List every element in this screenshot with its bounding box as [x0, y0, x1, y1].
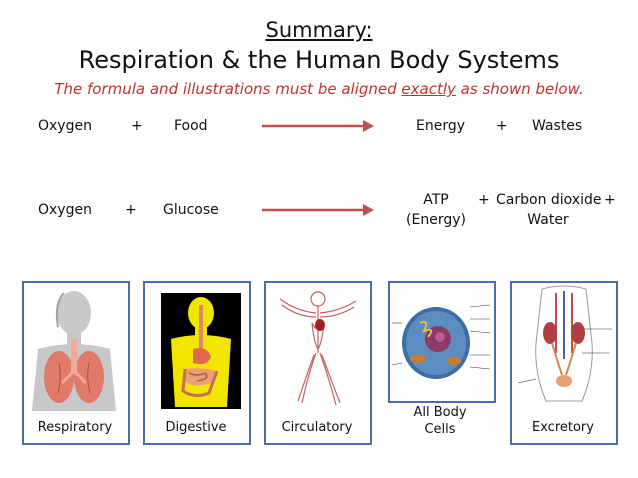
caption-digestive: Digestive [165, 420, 227, 435]
eq2-water: Water [527, 212, 569, 228]
circulatory-system-icon [279, 291, 357, 406]
caption-respiratory: Respiratory [37, 420, 113, 435]
title-line-1: Summary: [265, 18, 373, 42]
eq1-food: Food [174, 118, 208, 134]
eq1-oxygen: Oxygen [38, 118, 92, 134]
eq2-reaction-arrow [262, 204, 374, 216]
subtitle-text: The formula and illustrations must be al… [54, 80, 402, 98]
respiratory-box: Respiratory [22, 281, 130, 445]
caption-all-body-cells-2: Cells [424, 422, 456, 437]
circulatory-box: Circulatory [264, 281, 372, 445]
eq2-glucose: Glucose [163, 202, 219, 218]
eq1-energy: Energy [416, 118, 466, 134]
caption-circulatory: Circulatory [281, 420, 353, 435]
excretory-box: Excretory [510, 281, 618, 445]
subtitle-text-end: as shown below. [455, 80, 584, 98]
eq1-wastes: Wastes [532, 118, 583, 134]
eq1-plus-2: + [496, 118, 508, 134]
subtitle: The formula and illustrations must be al… [0, 80, 638, 98]
caption-all-body-cells-1: All Body [413, 405, 467, 420]
cell-box [388, 281, 496, 403]
eq2-energy: (Energy) [406, 212, 466, 228]
subtitle-emphasis: exactly [401, 80, 456, 98]
caption-excretory: Excretory [532, 420, 594, 435]
eq2-atp: ATP [423, 192, 449, 208]
eq2-plus-1: + [125, 202, 137, 218]
eq1-reaction-arrow [262, 120, 374, 132]
eq2-plus-3: + [604, 192, 616, 208]
eq2-plus-2: + [478, 192, 490, 208]
digestive-box: Digestive [143, 281, 251, 445]
respiratory-system-icon [32, 291, 116, 411]
eq2-carbon-dioxide: Carbon dioxide [496, 192, 602, 208]
eq2-oxygen: Oxygen [38, 202, 92, 218]
eq1-plus-1: + [131, 118, 143, 134]
animal-cell-icon [391, 304, 491, 379]
excretory-system-icon [517, 285, 612, 402]
title-line-2: Respiration & the Human Body Systems [78, 46, 560, 74]
digestive-system-icon [161, 293, 241, 409]
